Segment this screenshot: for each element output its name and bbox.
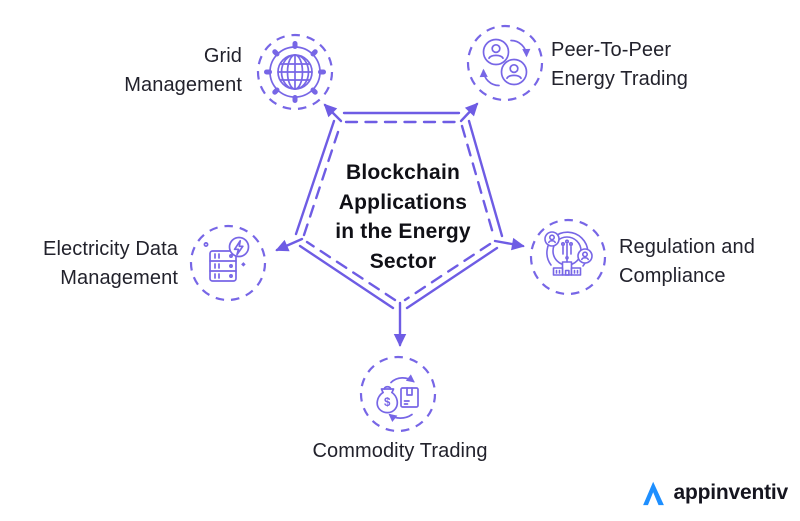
- node-grid-management: [253, 30, 337, 114]
- gear-globe-icon: [256, 33, 334, 111]
- diagram-title: Blockchain Applications in the Energy Se…: [303, 158, 503, 276]
- node-regulation-compliance: [526, 215, 610, 299]
- svg-text:$: $: [384, 397, 391, 409]
- title-line: Applications: [338, 190, 468, 214]
- label-regulation-compliance: Regulation and Compliance: [619, 236, 755, 287]
- people-exchange-icon: [466, 24, 544, 102]
- brand-name: appinventiv: [673, 481, 789, 504]
- appinventiv-triangle-icon: [642, 481, 664, 506]
- money-bag-package-icon: $: [359, 355, 437, 433]
- node-peer-to-peer: [463, 21, 547, 105]
- node-commodity-trading: $: [356, 352, 440, 436]
- title-line: Sector: [369, 249, 437, 273]
- title-line: in the Energy: [335, 220, 471, 243]
- label-electricity-data: Electricity Data Management: [43, 238, 178, 289]
- title-line: Blockchain: [345, 161, 461, 184]
- server-lightning-icon: [189, 224, 267, 302]
- node-electricity-data: [186, 221, 270, 305]
- governance-building-icon: [529, 218, 607, 296]
- label-commodity-trading: Commodity Trading: [312, 440, 488, 462]
- label-peer-to-peer: Peer-To-Peer Energy Trading: [551, 39, 689, 90]
- label-grid-management: Grid Management: [124, 45, 242, 96]
- brand-logo: appinventiv: [640, 480, 789, 506]
